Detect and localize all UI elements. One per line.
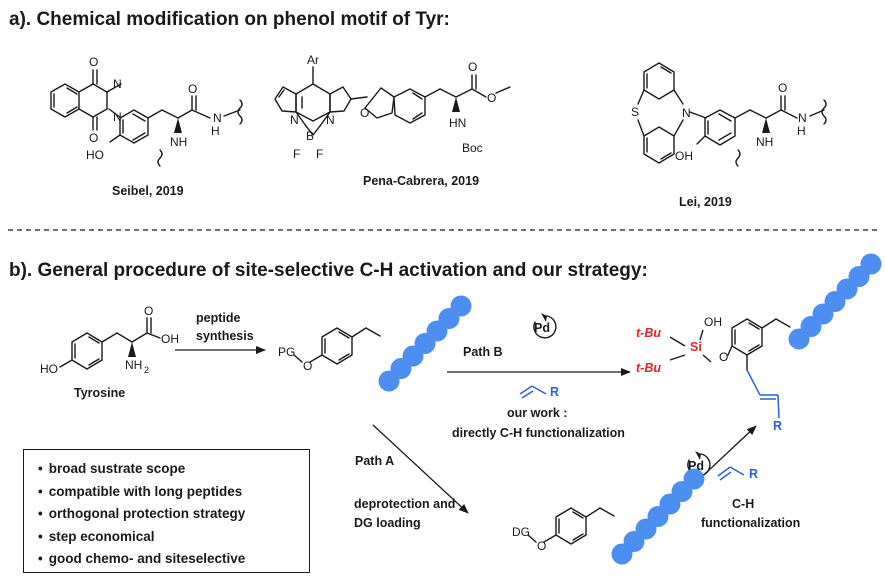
svg-text:O: O (537, 539, 546, 553)
peptide-bead (860, 253, 882, 275)
tyrosine-structure (59, 317, 161, 370)
svg-text:N: N (113, 110, 122, 124)
tyrosine-label: Tyrosine (74, 386, 125, 400)
pg-peptide-structure (293, 327, 381, 365)
svg-text:O: O (188, 82, 197, 96)
svg-text:Pd: Pd (534, 321, 550, 335)
path-a-label: Path A (355, 454, 394, 468)
dg-peptide-structure (527, 507, 615, 545)
svg-text:F: F (316, 147, 323, 161)
our-work-1: our work : (507, 406, 567, 420)
svg-text:N: N (290, 113, 299, 127)
feature-item: orthogonal protection strategy (38, 503, 299, 526)
svg-text:N: N (682, 106, 691, 120)
svg-text:HN: HN (449, 116, 466, 130)
svg-text:N: N (326, 113, 335, 127)
feature-item: compatible with long peptides (38, 481, 299, 504)
ref-seibel: Seibel, 2019 (112, 184, 184, 198)
phenothiazine-structure (637, 62, 827, 167)
arrow-path-a (372, 424, 469, 514)
svg-text:OH: OH (704, 315, 722, 329)
features-box: broad sustrate scope compatible with lon… (23, 449, 310, 573)
svg-text:Ar: Ar (307, 53, 319, 67)
svg-text:O: O (487, 91, 496, 105)
svg-text:O: O (468, 60, 477, 74)
peptide-chain-bottom (611, 468, 705, 565)
alkene-a: R (717, 466, 758, 481)
path-b-label: Path B (463, 345, 503, 359)
svg-text:O: O (144, 304, 153, 318)
svg-text:O: O (719, 350, 728, 364)
svg-text:Boc: Boc (462, 141, 483, 155)
svg-text:NH: NH (125, 358, 142, 372)
svg-text:O: O (778, 81, 787, 95)
ref-lei: Lei, 2019 (679, 195, 732, 209)
svg-text:O: O (360, 106, 369, 120)
bodipy-structure (274, 66, 511, 136)
ch-func-2: functionalization (701, 516, 800, 530)
step-peptide-2: synthesis (196, 329, 254, 343)
feature-item: broad sustrate scope (38, 458, 299, 481)
section-b-title: b). General procedure of site-selective … (9, 260, 648, 281)
our-work-2: directly C-H functionalization (452, 426, 625, 440)
svg-text:R: R (749, 467, 758, 481)
section-a-title: a). Chemical modification on phenol moti… (9, 9, 450, 30)
ref-pena-cabrera: Pena-Cabrera, 2019 (363, 174, 479, 188)
svg-text:N: N (798, 111, 807, 125)
svg-text:B: B (306, 129, 314, 143)
svg-text:N: N (213, 111, 222, 125)
peptide-chain-top (378, 295, 472, 392)
ch-func-1: C-H (732, 497, 754, 511)
alkene-b: R (519, 385, 559, 399)
feature-item: step economical (38, 526, 299, 549)
dg-label: DG (512, 525, 530, 539)
deprotection-2: DG loading (354, 516, 421, 530)
svg-text:O: O (89, 55, 98, 69)
svg-text:t-Bu: t-Bu (636, 361, 661, 375)
seibel-structure (50, 69, 243, 167)
svg-text:t-Bu: t-Bu (636, 326, 661, 340)
svg-text:NH: NH (170, 135, 187, 149)
svg-text:F: F (293, 147, 300, 161)
svg-text:S: S (631, 105, 639, 119)
svg-text:N: N (113, 77, 122, 91)
svg-text:OH: OH (675, 149, 693, 163)
pd-catalyst-b: Pd (533, 313, 557, 339)
svg-text:Si: Si (690, 340, 702, 354)
svg-text:OH: OH (161, 332, 179, 346)
svg-text:NH: NH (756, 135, 773, 149)
svg-text:HO: HO (86, 148, 104, 162)
feature-item: good chemo- and siteselective (38, 548, 299, 571)
step-peptide-1: peptide (196, 311, 240, 325)
svg-text:O: O (303, 359, 312, 373)
deprotection-1: deprotection and (354, 497, 455, 511)
peptide-chain-product (788, 253, 882, 350)
peptide-bead (683, 468, 705, 490)
svg-text:H: H (797, 124, 806, 138)
svg-text:R: R (773, 419, 782, 433)
svg-text:H: H (211, 124, 220, 138)
pg-label: PG (278, 345, 295, 359)
svg-text:R: R (550, 385, 559, 399)
svg-text:HO: HO (40, 362, 58, 376)
svg-text:O: O (89, 131, 98, 145)
svg-text:2: 2 (144, 365, 149, 375)
product-structure: R O Si OH t-Bu t-Bu (636, 315, 791, 433)
peptide-bead (450, 295, 472, 317)
